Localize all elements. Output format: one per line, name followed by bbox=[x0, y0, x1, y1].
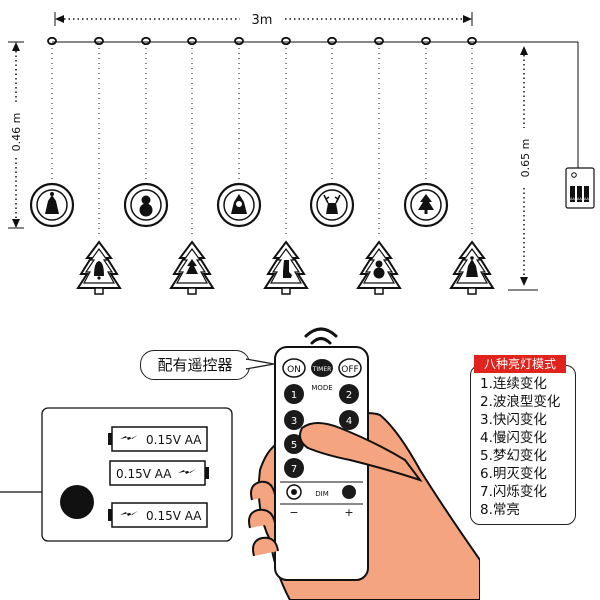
number-button-2[interactable]: 2 bbox=[339, 384, 359, 404]
mode-item: 2.波浪型变化 bbox=[480, 394, 561, 410]
svg-text:AA: AA bbox=[577, 197, 582, 201]
svg-text:AA: AA bbox=[584, 197, 589, 201]
callout-pointer bbox=[246, 358, 275, 370]
round-ornament bbox=[123, 182, 169, 228]
dim-label: DIM bbox=[315, 490, 329, 498]
bell-icon bbox=[94, 261, 104, 280]
off-button[interactable]: OFF bbox=[338, 358, 362, 378]
mode-item: 5.梦幻变化 bbox=[480, 448, 547, 464]
round-ornament bbox=[29, 182, 75, 228]
tree-ornament bbox=[356, 240, 402, 295]
mode-item: 8.常亮 bbox=[480, 502, 520, 518]
snowman-icon bbox=[373, 260, 385, 279]
number-button-1[interactable]: 1 bbox=[284, 384, 304, 404]
tree-ornament bbox=[449, 240, 495, 295]
svg-text:0.15V AA: 0.15V AA bbox=[146, 433, 202, 447]
thumb bbox=[299, 422, 423, 482]
dim-up-button[interactable]: + bbox=[342, 485, 356, 519]
remote-callout: 配有遥控器 bbox=[140, 350, 250, 380]
svg-text:5: 5 bbox=[291, 440, 297, 451]
santa-icon bbox=[231, 194, 247, 214]
round-ornament bbox=[403, 182, 449, 228]
svg-text:OFF: OFF bbox=[341, 365, 358, 375]
battery-cell: 0.15V AA bbox=[109, 460, 209, 486]
drop-long-label: 0.65 m bbox=[519, 139, 532, 178]
drop-short-label: 0.46 m bbox=[10, 113, 23, 152]
reindeer-icon bbox=[323, 194, 341, 214]
svg-text:0.15V AA: 0.15V AA bbox=[146, 509, 202, 523]
svg-text:1: 1 bbox=[291, 390, 297, 401]
christmas-tree-icon bbox=[418, 194, 434, 214]
width-label: 3m bbox=[252, 13, 273, 28]
mode-item: 6.明灭变化 bbox=[480, 466, 547, 482]
svg-text:−: − bbox=[289, 506, 298, 519]
svg-text:ON: ON bbox=[287, 365, 301, 375]
dim-down-button[interactable]: − bbox=[286, 484, 302, 519]
on-button[interactable]: ON bbox=[282, 358, 306, 378]
battery-box: 0.15V AA 0.15V AA 0.15V AA bbox=[0, 407, 233, 542]
svg-text:AA: AA bbox=[570, 197, 575, 201]
svg-text:+: + bbox=[344, 506, 353, 519]
christmas-tree-icon bbox=[186, 259, 198, 274]
svg-text:3: 3 bbox=[291, 416, 297, 427]
light-curtain-diagram: 3m bbox=[8, 12, 595, 295]
lighting-modes-list: 1.连续变化 2.波浪型变化 3.快闪变化 4.慢闪变化 5.梦幻变化 6.明灭… bbox=[480, 375, 560, 519]
svg-text:7: 7 bbox=[291, 464, 297, 475]
santa-icon bbox=[466, 256, 478, 277]
lighting-modes-panel bbox=[470, 365, 576, 525]
mode-label: MODE bbox=[311, 384, 332, 392]
tree-ornament bbox=[76, 240, 122, 295]
remote-illustration: ON TIMER OFF MODE 1 2 3 4 5 7 − DIM + bbox=[248, 327, 480, 600]
santa-icon bbox=[45, 192, 59, 214]
sock-icon bbox=[283, 260, 292, 278]
mode-item: 1.连续变化 bbox=[480, 376, 547, 392]
drop-short-dimension: 0.46 m bbox=[8, 41, 24, 229]
round-ornament bbox=[216, 182, 262, 228]
drop-long-dimension: 0.65 m bbox=[508, 41, 538, 291]
svg-text:TIMER: TIMER bbox=[312, 366, 332, 373]
remote-control: ON TIMER OFF MODE 1 2 3 4 5 7 − DIM + bbox=[274, 346, 369, 581]
number-button-7[interactable]: 7 bbox=[284, 458, 304, 478]
width-dimension: 3m bbox=[54, 12, 473, 28]
lighting-modes-title: 八种亮灯模式 bbox=[474, 355, 566, 373]
mode-item: 3.快闪变化 bbox=[480, 412, 547, 428]
tree-ornament bbox=[169, 240, 215, 295]
power-switch[interactable] bbox=[60, 485, 94, 519]
mode-item: 7.闪烁变化 bbox=[480, 484, 547, 500]
svg-text:2: 2 bbox=[346, 390, 352, 401]
controller-box: AA AA AA bbox=[565, 167, 595, 209]
light-strings bbox=[51, 48, 473, 238]
number-button-5[interactable]: 5 bbox=[284, 434, 304, 454]
snowman-icon bbox=[139, 195, 153, 217]
timer-button[interactable]: TIMER bbox=[311, 359, 333, 377]
hooks bbox=[47, 36, 477, 46]
round-ornament bbox=[309, 182, 355, 228]
number-button-4[interactable]: 4 bbox=[339, 410, 359, 430]
signal-icon bbox=[304, 327, 338, 345]
number-button-3[interactable]: 3 bbox=[284, 410, 304, 430]
svg-text:0.15V AA: 0.15V AA bbox=[116, 467, 172, 481]
battery-cell: 0.15V AA bbox=[108, 502, 208, 528]
mode-item: 4.慢闪变化 bbox=[480, 430, 547, 446]
tree-ornament bbox=[263, 240, 309, 295]
battery-cell: 0.15V AA bbox=[108, 426, 208, 452]
svg-text:4: 4 bbox=[346, 416, 352, 427]
